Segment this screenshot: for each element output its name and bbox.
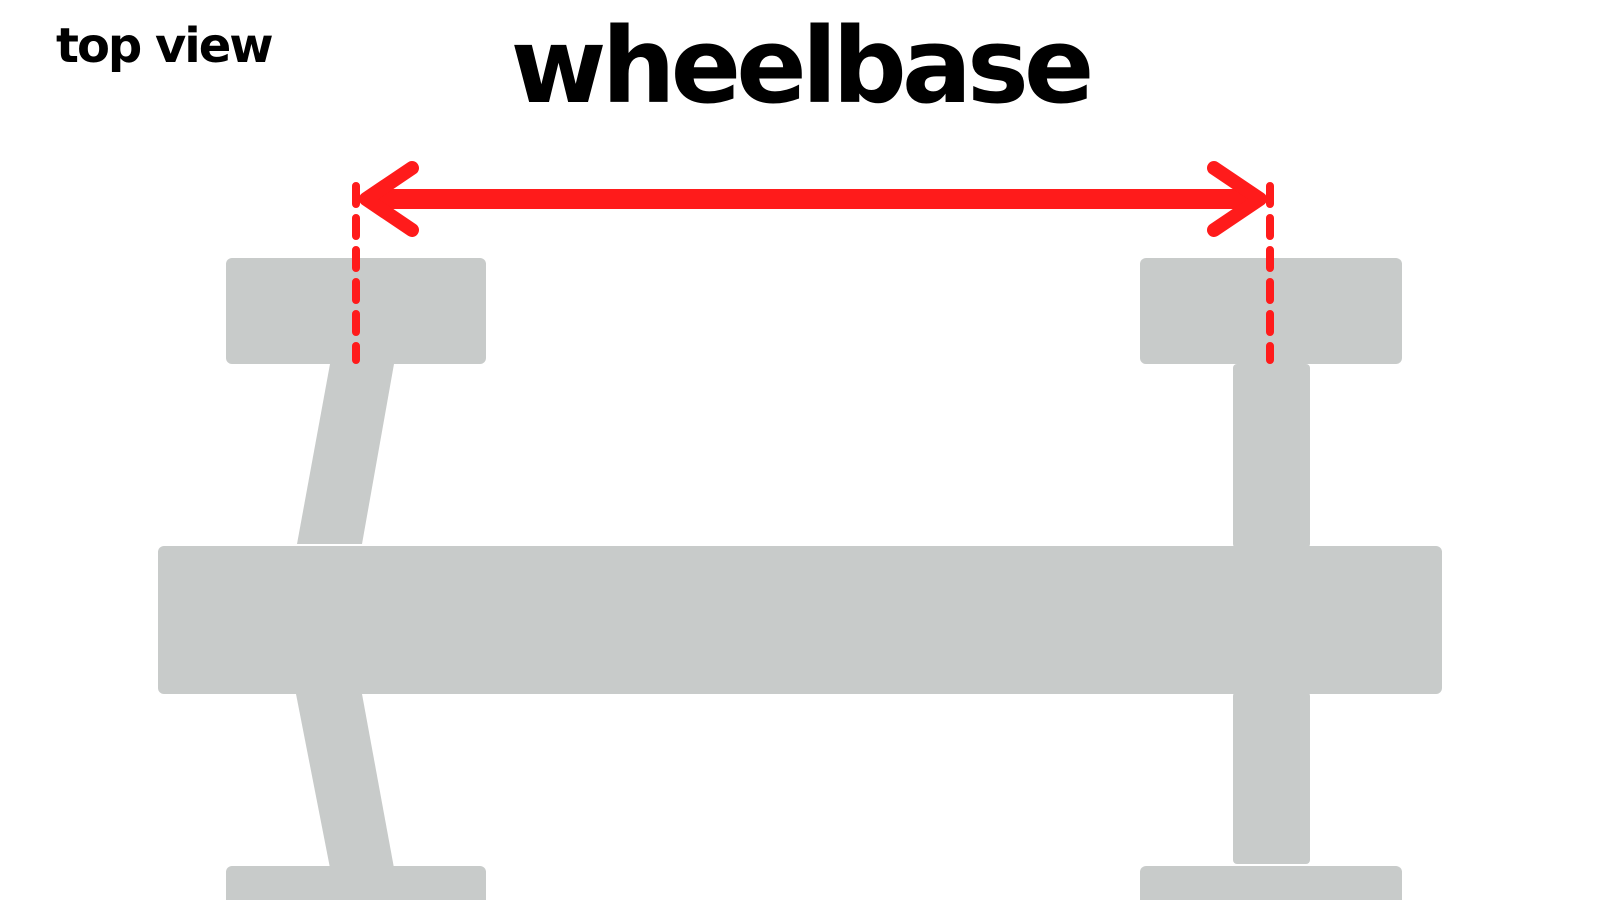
- front-wheel-right: [226, 866, 486, 900]
- chassis-body: [158, 546, 1442, 694]
- arrowhead-right: [1207, 161, 1267, 237]
- rear-wheel-right: [1140, 866, 1402, 900]
- front-axle-arm-lower: [296, 694, 394, 868]
- rear-axle-upper: [1233, 364, 1310, 548]
- chassis: [158, 258, 1442, 900]
- view-label: top view: [56, 18, 274, 74]
- measurement: [352, 161, 1274, 364]
- rear-axle-lower: [1233, 692, 1310, 864]
- arrowhead-left: [359, 161, 419, 237]
- diagram-title: wheelbase: [510, 5, 1095, 127]
- front-axle-arm-upper: [297, 364, 394, 544]
